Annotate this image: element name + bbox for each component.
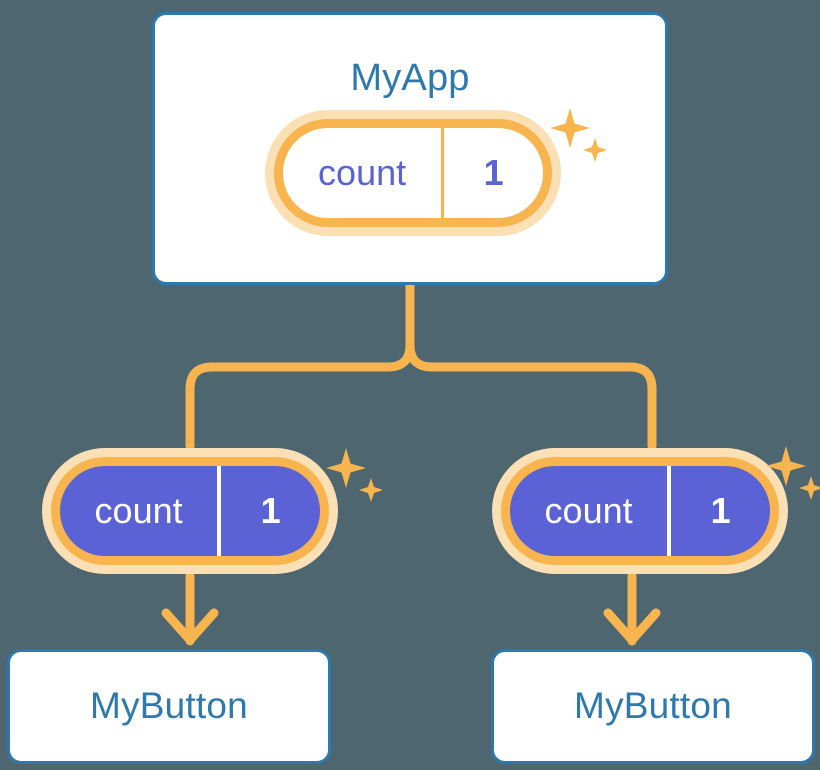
branch-right-state-value: 1 [710, 490, 731, 531]
branch-left-state-pill[interactable]: count 1 [42, 448, 338, 574]
root-component-title: MyApp [350, 57, 470, 99]
child-component-card-right[interactable]: MyButton [491, 649, 815, 764]
branch-right-state-pill[interactable]: count 1 [492, 448, 788, 574]
arrowhead-left [161, 608, 219, 645]
root-state-value: 1 [483, 152, 504, 193]
branch-left-state-pill-inner: count 1 [51, 457, 329, 565]
connector-split-to-right-node [405, 340, 657, 451]
branch-right-state-key: count [510, 466, 672, 556]
root-state-pill[interactable]: count 1 [265, 110, 561, 236]
root-state-key: count [283, 128, 445, 218]
branch-right-state-pill-inner: count 1 [501, 457, 779, 565]
child-component-title-left: MyButton [90, 685, 248, 726]
child-component-title-right: MyButton [574, 685, 732, 726]
child-component-card-left[interactable]: MyButton [7, 649, 331, 764]
connector-split-to-left-node [185, 340, 415, 451]
branch-left-state-value: 1 [260, 490, 281, 531]
root-state-pill-inner: count 1 [274, 119, 552, 227]
branch-left-state-key: count [60, 466, 222, 556]
arrowhead-right [603, 608, 661, 645]
